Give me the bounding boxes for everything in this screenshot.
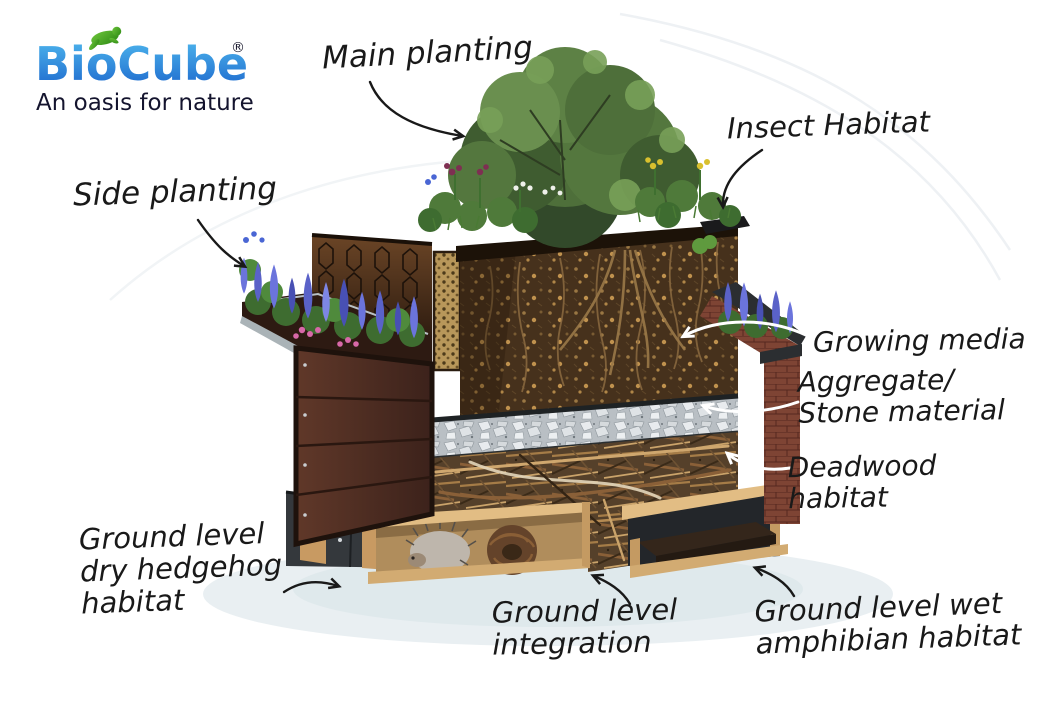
- hedgehog-arrow: [282, 582, 338, 594]
- logo-tagline: An oasis for nature: [36, 90, 254, 116]
- side-planting-left: [239, 231, 425, 347]
- growing-media-arrow: [684, 320, 814, 340]
- label-growing-media: Growing media: [812, 322, 1026, 359]
- amphibian-compartment: [622, 482, 788, 578]
- amphibian-arrow: [756, 568, 796, 598]
- logo-wordmark: BioCube: [35, 37, 248, 91]
- hedgehog: [405, 520, 477, 573]
- label-deadwood-habitat: Deadwood habitat: [787, 448, 937, 516]
- logo-registered-mark: ®: [231, 40, 245, 56]
- aggregate-arrow: [704, 400, 800, 412]
- label-ground-integration: Ground level integration: [491, 592, 678, 662]
- growing-media-layer: [456, 224, 738, 422]
- deadwood-arrow: [728, 454, 792, 471]
- hedgehog-compartment: [368, 502, 590, 584]
- main-planting-arrow: [368, 80, 462, 136]
- label-hedgehog-habitat: Ground level dry hedgehog habitat: [78, 516, 283, 621]
- side-planting-arrow: [196, 218, 244, 266]
- top-planting-row: [418, 157, 741, 233]
- biocube-logo: BioCube ® An oasis for nature: [35, 26, 254, 116]
- integration-arrow: [594, 576, 632, 606]
- frog-icon: [89, 26, 122, 50]
- insect-habitat-arrow: [723, 148, 764, 206]
- label-side-planting: Side planting: [72, 170, 278, 214]
- label-aggregate-stone: Aggregate/ Stone material: [797, 363, 1006, 430]
- label-amphibian-habitat: Ground level wet amphibian habitat: [753, 586, 1022, 661]
